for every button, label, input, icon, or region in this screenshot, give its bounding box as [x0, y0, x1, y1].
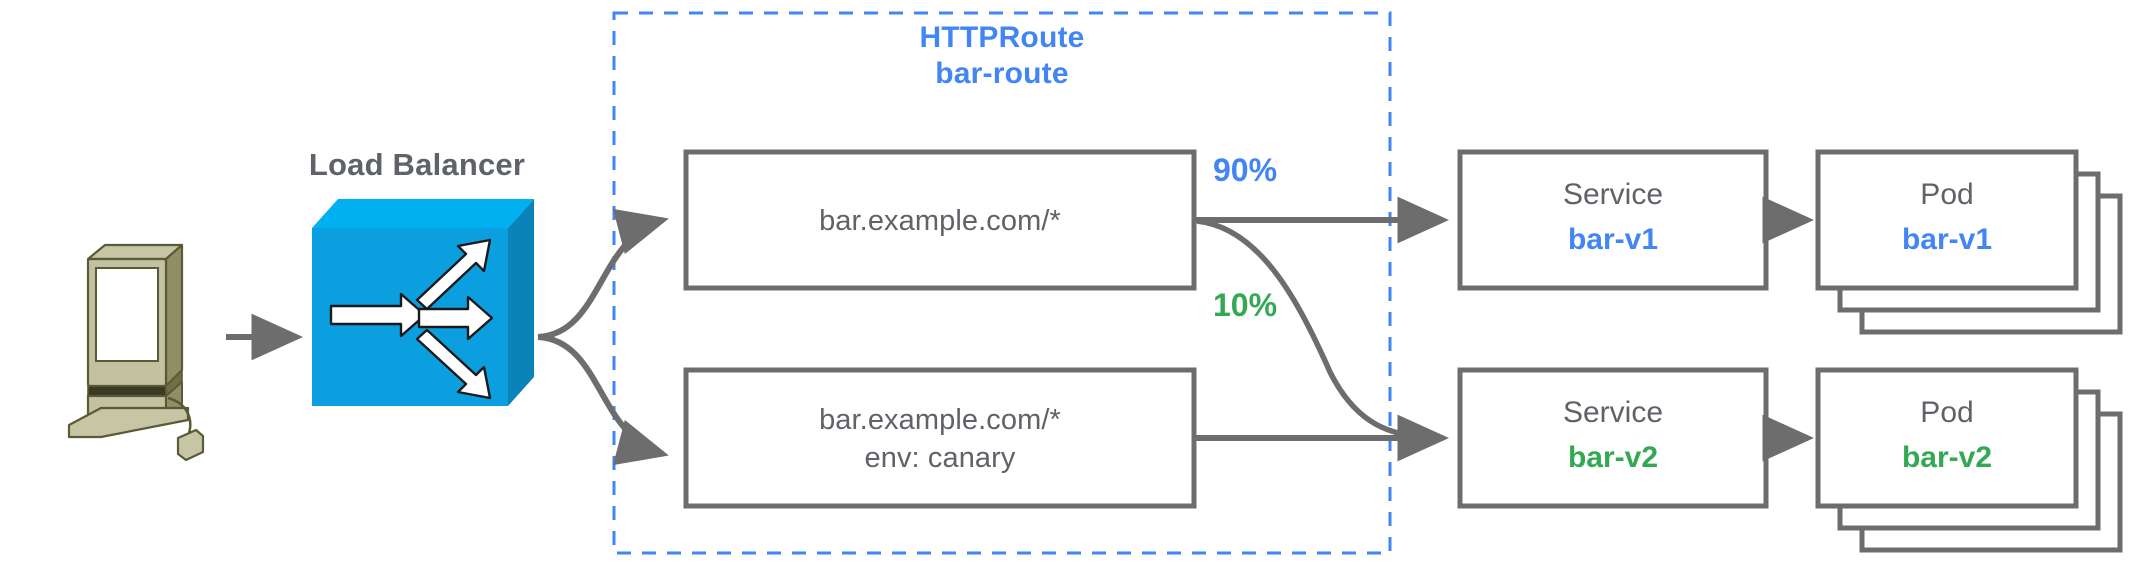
rule-box-canary	[683, 367, 1197, 509]
service-box-bar-v1	[1457, 149, 1769, 291]
weight-label-10: 10%	[1213, 287, 1278, 323]
httproute-dashed-container	[612, 11, 1392, 555]
edge-rule-primary-to-service-v2	[1196, 218, 1444, 441]
pod-v2-kind-label: Pod	[1920, 396, 1974, 429]
desktop-computer-icon	[67, 243, 205, 462]
service-box-bar-v2	[1457, 367, 1769, 509]
service-v2-kind-label: Service	[1562, 396, 1664, 429]
httproute-kind-label: HTTPRoute	[919, 21, 1085, 54]
rule-box-primary	[683, 149, 1197, 291]
service-v1-name-label: bar-v1	[1567, 223, 1659, 256]
weight-label-90: 90%	[1213, 152, 1278, 188]
edge-lb-to-rule-primary	[537, 208, 669, 340]
httproute-name-label: bar-route	[935, 57, 1069, 90]
rule-canary-header-label: env: canary	[864, 442, 1016, 474]
rule-canary-host-label: bar.example.com/*	[819, 404, 1061, 436]
pod-v1-name-label: bar-v1	[1901, 223, 1993, 256]
service-v1-kind-label: Service	[1562, 178, 1664, 211]
load-balancer-switch-icon	[312, 199, 534, 406]
pod-stack-bar-v2	[1815, 367, 2123, 553]
load-balancer-label: Load Balancer	[308, 147, 526, 182]
pod-v2-name-label: bar-v2	[1901, 441, 1993, 474]
pod-v1-kind-label: Pod	[1920, 178, 1974, 211]
rule-primary-host-label: bar.example.com/*	[819, 205, 1061, 237]
service-v2-name-label: bar-v2	[1567, 441, 1659, 474]
edge-lb-to-rule-canary	[537, 334, 669, 466]
pod-stack-bar-v1	[1815, 149, 2123, 335]
